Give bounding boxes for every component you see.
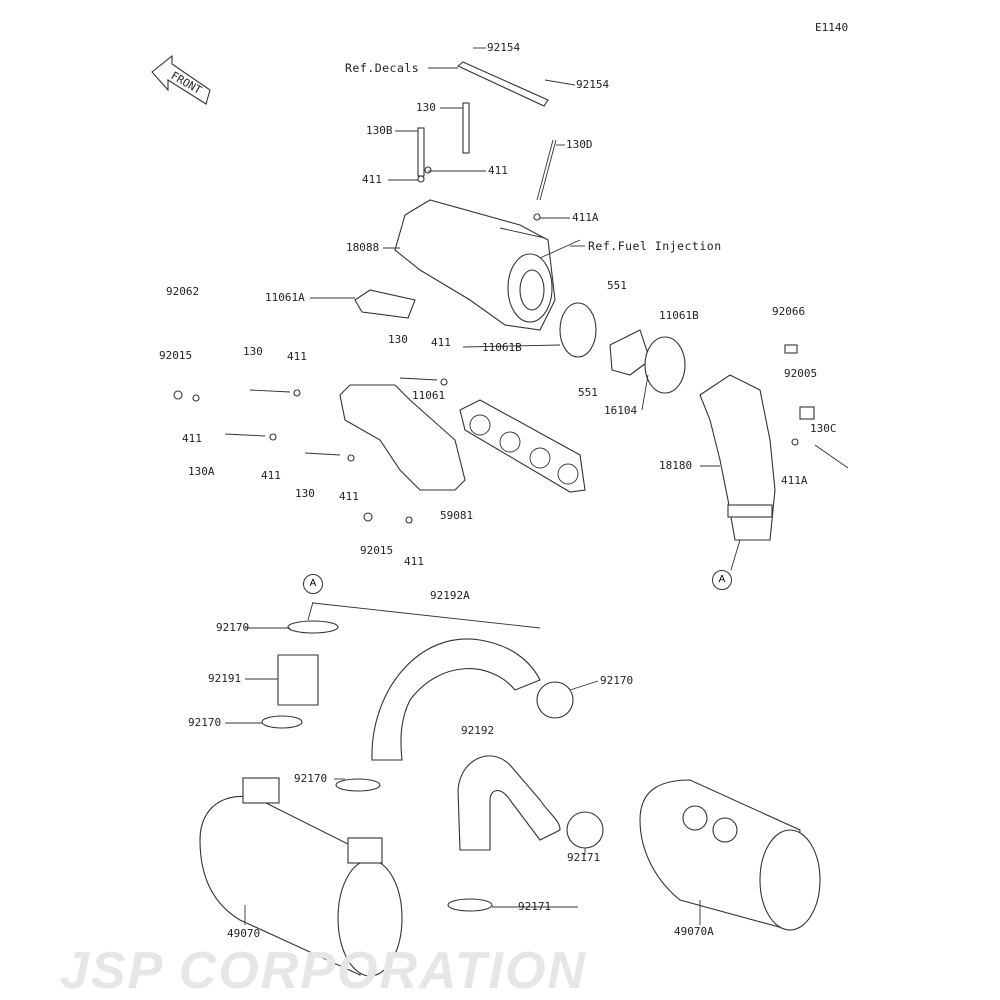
callout-ref-decals[interactable]: Ref.Decals xyxy=(345,61,420,75)
callout-411[interactable]: 411 xyxy=(287,350,307,363)
connector-a-marker: A xyxy=(712,570,732,590)
watermark: JSP CORPORATION xyxy=(60,942,587,1000)
callout-411A[interactable]: 411A xyxy=(572,211,599,224)
callout-130[interactable]: 130 xyxy=(416,101,436,114)
diagram-code: E1140 xyxy=(815,21,849,34)
callout-49070A[interactable]: 49070A xyxy=(674,925,714,938)
exhaust-manifold xyxy=(339,384,466,491)
callout-92062[interactable]: 92062 xyxy=(166,285,200,298)
flange-16104 xyxy=(609,329,651,376)
callout-411[interactable]: 411 xyxy=(261,469,281,482)
clamp-92171-a xyxy=(566,811,604,849)
callout-92015[interactable]: 92015 xyxy=(360,544,394,557)
callout-130[interactable]: 130 xyxy=(388,333,408,346)
callout-92171[interactable]: 92171 xyxy=(567,851,601,864)
hose-92192 xyxy=(457,755,561,851)
callout-92191[interactable]: 92191 xyxy=(208,672,242,685)
callout-92015[interactable]: 92015 xyxy=(159,349,193,362)
clamp-92170-c xyxy=(536,681,574,719)
gasket-11061 xyxy=(459,399,586,493)
gasket-11061A xyxy=(354,289,416,319)
callout-18180[interactable]: 18180 xyxy=(659,459,693,472)
clamp-92170-b xyxy=(261,715,303,729)
callout-92005[interactable]: 92005 xyxy=(784,367,818,380)
callout-11061B[interactable]: 11061B xyxy=(482,341,522,354)
callout-411[interactable]: 411 xyxy=(488,164,508,177)
callout-92170[interactable]: 92170 xyxy=(216,621,250,634)
callout-92171[interactable]: 92171 xyxy=(518,900,552,913)
clamp-92170-d xyxy=(335,778,381,792)
callout-130[interactable]: 130 xyxy=(295,487,315,500)
callout-411[interactable]: 411 xyxy=(362,173,382,186)
callout-92170[interactable]: 92170 xyxy=(188,716,222,729)
callout-92066[interactable]: 92066 xyxy=(772,305,806,318)
bolts-middle xyxy=(173,344,849,524)
callout-92154[interactable]: 92154 xyxy=(487,41,521,54)
gasket-11061B xyxy=(559,302,597,358)
callout-411[interactable]: 411 xyxy=(339,490,359,503)
callout-92170[interactable]: 92170 xyxy=(600,674,634,687)
callout-551[interactable]: 551 xyxy=(578,386,598,399)
callout-551[interactable]: 551 xyxy=(607,279,627,292)
callout-59081[interactable]: 59081 xyxy=(440,509,474,522)
callout-18088[interactable]: 18088 xyxy=(346,241,380,254)
callout-92154[interactable]: 92154 xyxy=(576,78,610,91)
callout-130[interactable]: 130 xyxy=(243,345,263,358)
callout-130A[interactable]: 130A xyxy=(188,465,215,478)
clamp-92170-a xyxy=(287,620,339,634)
callout-92192[interactable]: 92192 xyxy=(461,724,495,737)
clamp-92171-b xyxy=(447,898,493,912)
callout-411[interactable]: 411 xyxy=(182,432,202,445)
callout-ref-fuel-injection[interactable]: Ref.Fuel Injection xyxy=(588,239,722,253)
callout-130C[interactable]: 130C xyxy=(810,422,837,435)
callout-11061A[interactable]: 11061A xyxy=(265,291,305,304)
callout-16104[interactable]: 16104 xyxy=(604,404,638,417)
front-arrow-icon: FRONT xyxy=(151,54,211,105)
callout-92192A[interactable]: 92192A xyxy=(430,589,470,602)
elbow-pipe-18180 xyxy=(699,374,776,541)
callout-411A[interactable]: 411A xyxy=(781,474,808,487)
rubber-sleeve-92191 xyxy=(277,654,319,706)
callout-92170[interactable]: 92170 xyxy=(294,772,328,785)
callout-130D[interactable]: 130D xyxy=(566,138,593,151)
bolts-top xyxy=(417,102,557,221)
callout-411[interactable]: 411 xyxy=(431,336,451,349)
connector-a-marker: A xyxy=(303,574,323,594)
gasket-11061B-2 xyxy=(644,336,686,394)
callout-49070[interactable]: 49070 xyxy=(227,927,261,940)
decal-strip xyxy=(456,61,549,107)
callout-11061[interactable]: 11061 xyxy=(412,389,446,402)
leader-lines xyxy=(225,47,741,925)
callout-130B[interactable]: 130B xyxy=(366,124,393,137)
hose-92192A xyxy=(371,638,541,761)
callout-411[interactable]: 411 xyxy=(404,555,424,568)
callout-11061B[interactable]: 11061B xyxy=(659,309,699,322)
